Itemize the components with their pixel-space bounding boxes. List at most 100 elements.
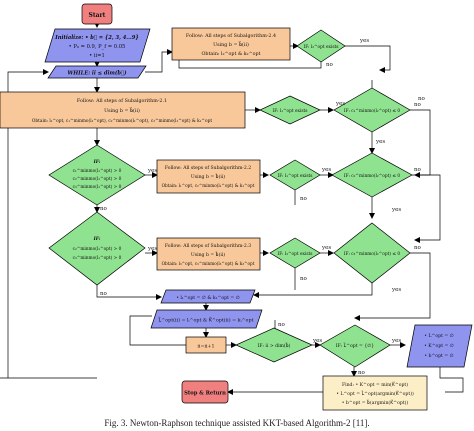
edge-loop-up [7,69,49,378]
subalg-23-line2: Using b = b⃗(ii) [191,251,225,258]
decision-dim-node: IF: ii > dim(b⃗) [235,327,313,363]
edge-dc23-no [253,283,373,298]
decision-if2-line3: c₃^minmo(l₁^opt) > 0 [73,256,122,261]
lvec-label: L⃗^opt(ii) = lᵢ^opt & K⃗^opt(ii) = kᵢ^op… [157,317,253,324]
subalg-21-line2: Using b = b⃗(ii) [104,107,140,114]
label-no-if2: no [100,291,108,297]
decision-l24-shape [296,29,346,63]
decision-dim-shape [235,327,313,363]
decision-c21-shape [333,87,411,133]
decision-l22-label: IF: l₁^opt exists [278,174,313,179]
edge-dc21-no [410,109,431,178]
decision-if1-line4: c₃^minmo(l₁^opt) > 0 [73,185,122,190]
decision-empty-shape [319,324,391,368]
decision-dim-label: IF: ii > dim(b⃗) [258,342,291,349]
decision-l23-node: IF: l₃^opt exists [269,237,321,269]
subalg-22-node: Follow: All steps of Subalgorithm-2.2 Us… [156,159,261,194]
find-node: Find: • K^opt = min(K⃗^opt) • L^opt = L⃗… [322,375,428,411]
label-no-c23: no [414,245,422,251]
decision-c21-node: IF: c₁^minmo(l₂^opt) ≤ 0 [333,87,411,133]
decision-if1-node: IF: c₁^minmo(l₁^opt) > 0 c₂^minmo(l₁^opt… [48,144,146,206]
label-no-l22: no [300,196,308,202]
subalg-24-line1: Follow: All steps of Subalgorithm-2.4 [186,33,276,39]
label-no-if1: no [100,206,108,212]
find-line2: • L^opt = L⃗^opt(argmin(K⃗^opt)) [336,390,414,397]
subalg-21-shape [0,91,246,129]
init-line1: Initialize: • b⃗ = {2, 3, 4...9} [54,35,138,41]
find-shape [322,375,428,411]
out-empty-line3: • b^opt = ∅ [424,352,453,359]
edge-inc-back [129,315,186,346]
start-node: Start [81,3,113,25]
decision-l21-label: IF: l₁^opt exists [273,109,308,114]
lvec-shape [150,309,263,329]
subalg-24-line3: Obtain: l₂^opt & k₂^opt [202,50,261,57]
decision-l21-node: IF: l₁^opt exists [259,95,321,125]
lvec-node: L⃗^opt(ii) = lᵢ^opt & K⃗^opt(ii) = kᵢ^op… [150,309,263,329]
empty1-node: • l₁^opt = ∅ & k₁^opt = ∅ [160,289,256,304]
decision-l23-label: IF: l₃^opt exists [278,252,313,257]
init-line3: • ii=1 [89,53,105,59]
decision-if1-shape [48,144,146,206]
start-shape [81,3,113,25]
label-no-l21: no [418,96,426,102]
edge-dc23-lvec [354,252,431,321]
decision-c21-label: IF: c₁^minmo(l₂^opt) ≤ 0 [344,109,400,114]
decision-c23-node: IF: c₃^minmo(l₂^opt) ≤ 0 [333,222,411,284]
label-yes-if2: yes [147,246,157,252]
subalg-24-node: Follow: All steps of Subalgorithm-2.4 Us… [171,27,291,61]
decision-l21-shape [259,95,321,125]
label-yes-l22: yes [321,167,331,173]
decision-c22-shape [331,152,413,198]
subalg-22-line3: Obtain: l₁^opt, c₂^minmo(l₁^opt) & k₁^op… [162,183,255,188]
subalg-21-line3: Obtain: l₁^opt, c₁^minmo(l₁^opt), c₂^min… [32,119,212,124]
label-yes-c22: yes [391,207,401,213]
find-line3: • b^opt = b⃗(argmin(K⃗^opt)) [342,399,409,406]
out-empty-line2: • K^opt = ∅ [424,342,454,349]
decision-l22-node: IF: l₁^opt exists [269,159,321,191]
subalg-23-line1: Follow: All steps of Subalgorithm-2.3 [165,243,251,249]
label-no-empty: no [358,370,366,376]
label-yes-c21: yes [375,139,385,145]
edge-while-s24 [145,49,173,73]
label-no-c22: no [414,167,422,173]
subalg-24-line2: Using b = b⃗(ii) [213,41,249,48]
decision-c23-label: IF: c₃^minmo(l₂^opt) ≤ 0 [344,252,400,257]
out-empty-node: • L^opt = ∅ • K^opt = ∅ • b^opt = ∅ [406,324,473,368]
init-shape [44,28,151,63]
while-label: WHILE: ii ≤ dim(b⃗) [67,70,127,77]
subalg-21-line1: Follow: All steps of Subalgorithm-2.1 [77,98,167,104]
stop-label: Stop & Return [184,391,226,397]
label-no-l23: no [300,276,308,282]
stop-shape [181,380,229,404]
edge-dl24-no [178,58,322,69]
decision-if2-node: IF: c₂^minmo(l₁^opt) > 0 c₃^minmo(l₁^opt… [48,211,146,286]
decision-empty-node: IF: L⃗^opt = {∅} [319,324,391,368]
label-no-dim: no [278,322,286,328]
decision-if1-line1: IF: [93,159,101,165]
label-yes-dim: yes [312,338,322,344]
label-yes-c23: yes [391,287,401,293]
label-yes-empty: yes [391,338,401,344]
increment-node: ii=ii+1 [185,336,227,354]
subalg-23-line3: Obtain: l₃^opt, c₃^minmo(l₃^opt) & k₃^op… [162,261,255,266]
empty1-shape [160,289,256,304]
label-yes-l24: yes [359,38,369,44]
edge-dif2-empty1 [96,285,162,300]
decision-if2-line2: c₂^minmo(l₁^opt) > 0 [73,247,122,252]
decision-if2-line1: IF: [93,236,101,242]
decision-l23-shape [269,237,321,269]
increment-shape [185,336,227,354]
figure-caption: Fig. 3. Newton-Raphson technique assiste… [104,418,370,428]
label-no-l24: no [326,62,334,68]
empty1-label: • l₁^opt = ∅ & k₁^opt = ∅ [176,294,239,301]
decision-c23-shape [333,222,411,284]
stop-node: Stop & Return [181,380,229,404]
decision-l22-shape [269,159,321,191]
decision-if2-shape [48,211,146,286]
while-shape [47,65,147,79]
edge-dl24-yes [345,45,391,73]
decision-l24-label: IF: l₂^opt exists [304,45,339,50]
decision-c22-label: IF: c₂^minmo(l₂^opt) ≤ 0 [344,174,400,179]
